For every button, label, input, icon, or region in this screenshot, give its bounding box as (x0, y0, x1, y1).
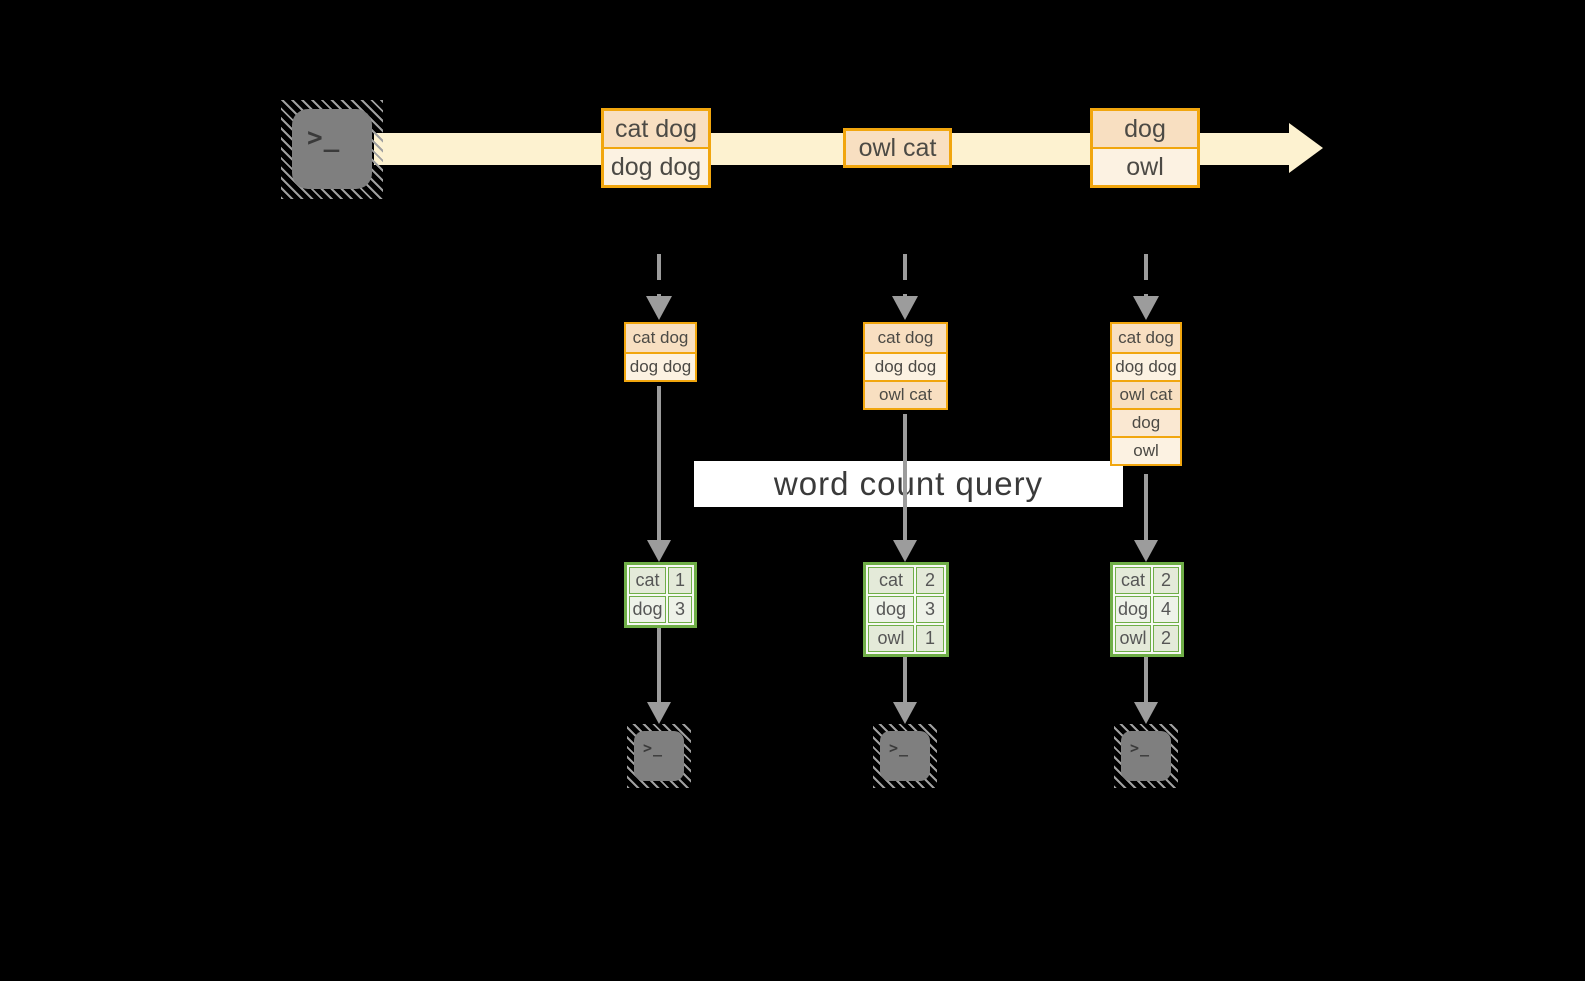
buffer-row: dog dog (626, 352, 695, 380)
buffer-row: cat dog (865, 324, 946, 352)
arrow-line (657, 386, 661, 540)
wordcount-table-3: cat 2 dog 4 owl 2 (1110, 562, 1184, 657)
word-cell: owl (1115, 625, 1151, 652)
word-cell: owl (868, 625, 914, 652)
count-cell: 2 (1153, 567, 1179, 594)
buffer-stack-3: cat dog dog dog owl cat dog owl (1110, 322, 1182, 466)
terminal-prompt-icon: >_ (1130, 739, 1151, 757)
arrow-head-icon (893, 702, 917, 724)
source-terminal-icon: >_ (281, 100, 383, 199)
event-row: dog (1093, 111, 1197, 147)
buffer-row: dog (1112, 408, 1180, 436)
stream-arrowhead-icon (1289, 123, 1323, 173)
buffer-row: owl (1112, 436, 1180, 464)
arrow-head-icon (893, 540, 917, 562)
count-cell: 2 (1153, 625, 1179, 652)
buffer-row: dog dog (865, 352, 946, 380)
event-row: dog dog (604, 147, 708, 185)
arrow-line (903, 657, 907, 702)
event-row: cat dog (604, 111, 708, 147)
dashed-arrow-line (1144, 254, 1148, 296)
stream-event-box-2: owl cat (843, 128, 952, 168)
arrow-line (657, 628, 661, 702)
count-cell: 1 (668, 567, 692, 594)
buffer-row: dog dog (1112, 352, 1180, 380)
buffer-row: cat dog (1112, 324, 1180, 352)
dashed-arrow-head-icon (646, 296, 672, 320)
query-label: word count query (773, 465, 1044, 502)
query-banner: word count query (694, 461, 1123, 507)
terminal-screen: >_ (292, 109, 372, 189)
arrow-head-icon (647, 540, 671, 562)
dashed-arrow-head-icon (892, 296, 918, 320)
terminal-screen: >_ (634, 731, 684, 781)
count-cell: 3 (668, 596, 692, 623)
event-row: owl (1093, 147, 1197, 185)
count-cell: 1 (916, 625, 944, 652)
arrow-head-icon (1134, 702, 1158, 724)
arrow-line (1144, 657, 1148, 702)
word-cell: dog (868, 596, 914, 623)
wordcount-table-2: cat 2 dog 3 owl 1 (863, 562, 949, 657)
terminal-screen: >_ (880, 731, 930, 781)
buffer-stack-2: cat dog dog dog owl cat (863, 322, 948, 410)
word-cell: cat (868, 567, 914, 594)
sink-terminal-icon: >_ (1114, 724, 1178, 788)
count-cell: 3 (916, 596, 944, 623)
word-cell: cat (629, 567, 666, 594)
terminal-prompt-icon: >_ (307, 123, 341, 153)
arrow-head-icon (1134, 540, 1158, 562)
word-cell: dog (1115, 596, 1151, 623)
arrow-line (903, 414, 907, 540)
buffer-row: owl cat (1112, 380, 1180, 408)
buffer-row: owl cat (865, 380, 946, 408)
count-cell: 4 (1153, 596, 1179, 623)
stream-event-box-1: cat dog dog dog (601, 108, 711, 188)
buffer-row: cat dog (626, 324, 695, 352)
stream-event-box-3: dog owl (1090, 108, 1200, 188)
word-cell: dog (629, 596, 666, 623)
sink-terminal-icon: >_ (627, 724, 691, 788)
event-row: owl cat (846, 131, 949, 165)
buffer-stack-1: cat dog dog dog (624, 322, 697, 382)
terminal-screen: >_ (1121, 731, 1171, 781)
count-cell: 2 (916, 567, 944, 594)
sink-terminal-icon: >_ (873, 724, 937, 788)
dashed-arrow-line (657, 254, 661, 296)
terminal-prompt-icon: >_ (889, 739, 910, 757)
terminal-prompt-icon: >_ (643, 739, 664, 757)
dashed-arrow-line (903, 254, 907, 296)
arrow-line (1144, 474, 1148, 540)
wordcount-table-1: cat 1 dog 3 (624, 562, 697, 628)
word-cell: cat (1115, 567, 1151, 594)
dashed-arrow-head-icon (1133, 296, 1159, 320)
arrow-head-icon (647, 702, 671, 724)
